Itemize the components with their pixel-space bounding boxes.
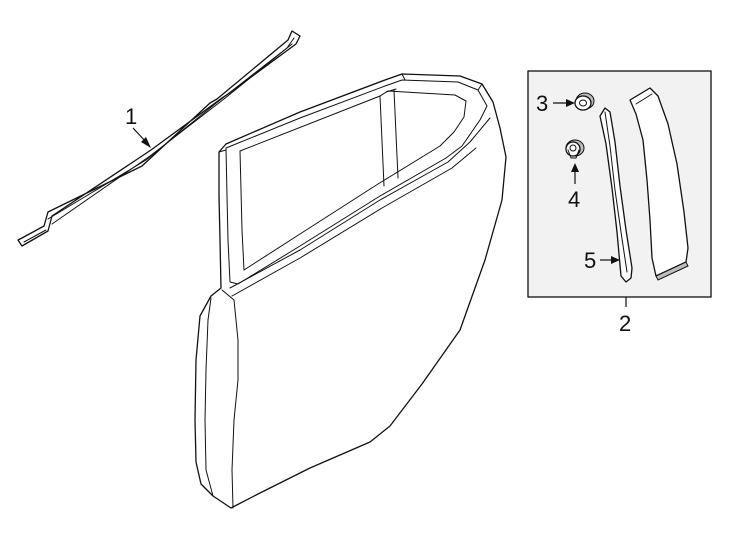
- rear-door-shell: [194, 73, 507, 509]
- callout-3: 3: [536, 91, 548, 116]
- leader-5: [600, 256, 620, 264]
- leader-3: [553, 99, 575, 107]
- callout-4: 4: [568, 187, 580, 212]
- detail-box-2: [527, 70, 712, 298]
- clip-part: [565, 139, 585, 159]
- nut-part: [574, 92, 595, 111]
- molding-strip-part: [599, 107, 633, 283]
- callout-5: 5: [584, 248, 596, 273]
- applique-part: [629, 87, 689, 281]
- callout-1: 1: [125, 104, 137, 129]
- leader-1: [132, 127, 151, 148]
- leader-4: [571, 163, 579, 184]
- callout-2: 2: [619, 311, 631, 336]
- belt-molding-part: [17, 30, 301, 247]
